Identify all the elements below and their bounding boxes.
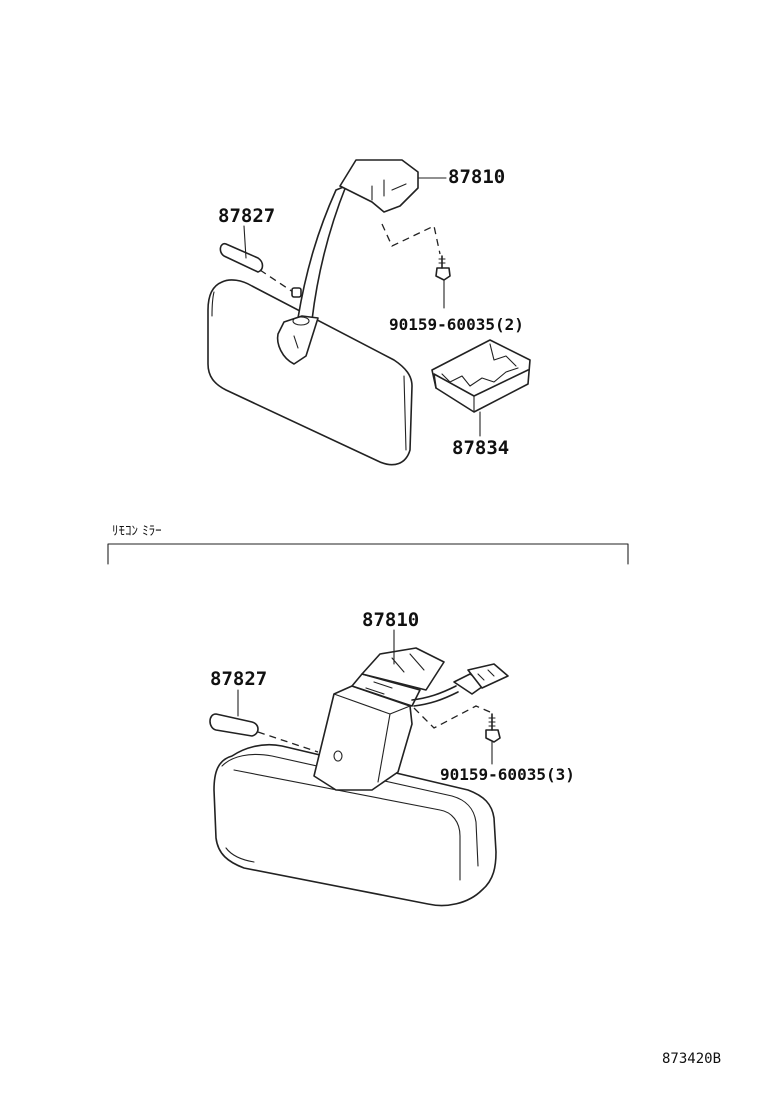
upper-screw-icon bbox=[381, 223, 451, 281]
upper-pin bbox=[219, 242, 302, 298]
lower-label-87827: 87827 bbox=[210, 668, 267, 690]
document-code: 873420B bbox=[662, 1051, 721, 1067]
upper-label-87834: 87834 bbox=[452, 437, 509, 459]
upper-mirror-stay bbox=[276, 159, 419, 365]
section-bracket bbox=[107, 543, 629, 565]
lower-pin bbox=[209, 713, 319, 753]
upper-label-87810: 87810 bbox=[448, 166, 505, 188]
lower-screw-icon bbox=[413, 705, 501, 743]
lower-label-screw: 90159-60035(3) bbox=[440, 765, 575, 784]
upper-bracket-cover bbox=[431, 339, 531, 413]
upper-assembly: 87827 87810 90159-60035(2) 87834 bbox=[207, 159, 531, 466]
section-title: ﾘﾓｺﾝ ﾐﾗｰ bbox=[112, 524, 162, 539]
upper-mirror-body bbox=[207, 279, 413, 466]
upper-label-87827: 87827 bbox=[218, 205, 275, 227]
lower-assembly: 87810 87827 90159-60035(3) bbox=[209, 609, 575, 907]
lower-mirror-body bbox=[213, 743, 497, 907]
section-header: ﾘﾓｺﾝ ﾐﾗｰ bbox=[107, 524, 629, 565]
lower-wire-connector bbox=[411, 663, 509, 707]
lower-label-87810: 87810 bbox=[362, 609, 419, 631]
lower-mirror-stay bbox=[313, 647, 445, 791]
upper-label-screw: 90159-60035(2) bbox=[389, 315, 524, 334]
